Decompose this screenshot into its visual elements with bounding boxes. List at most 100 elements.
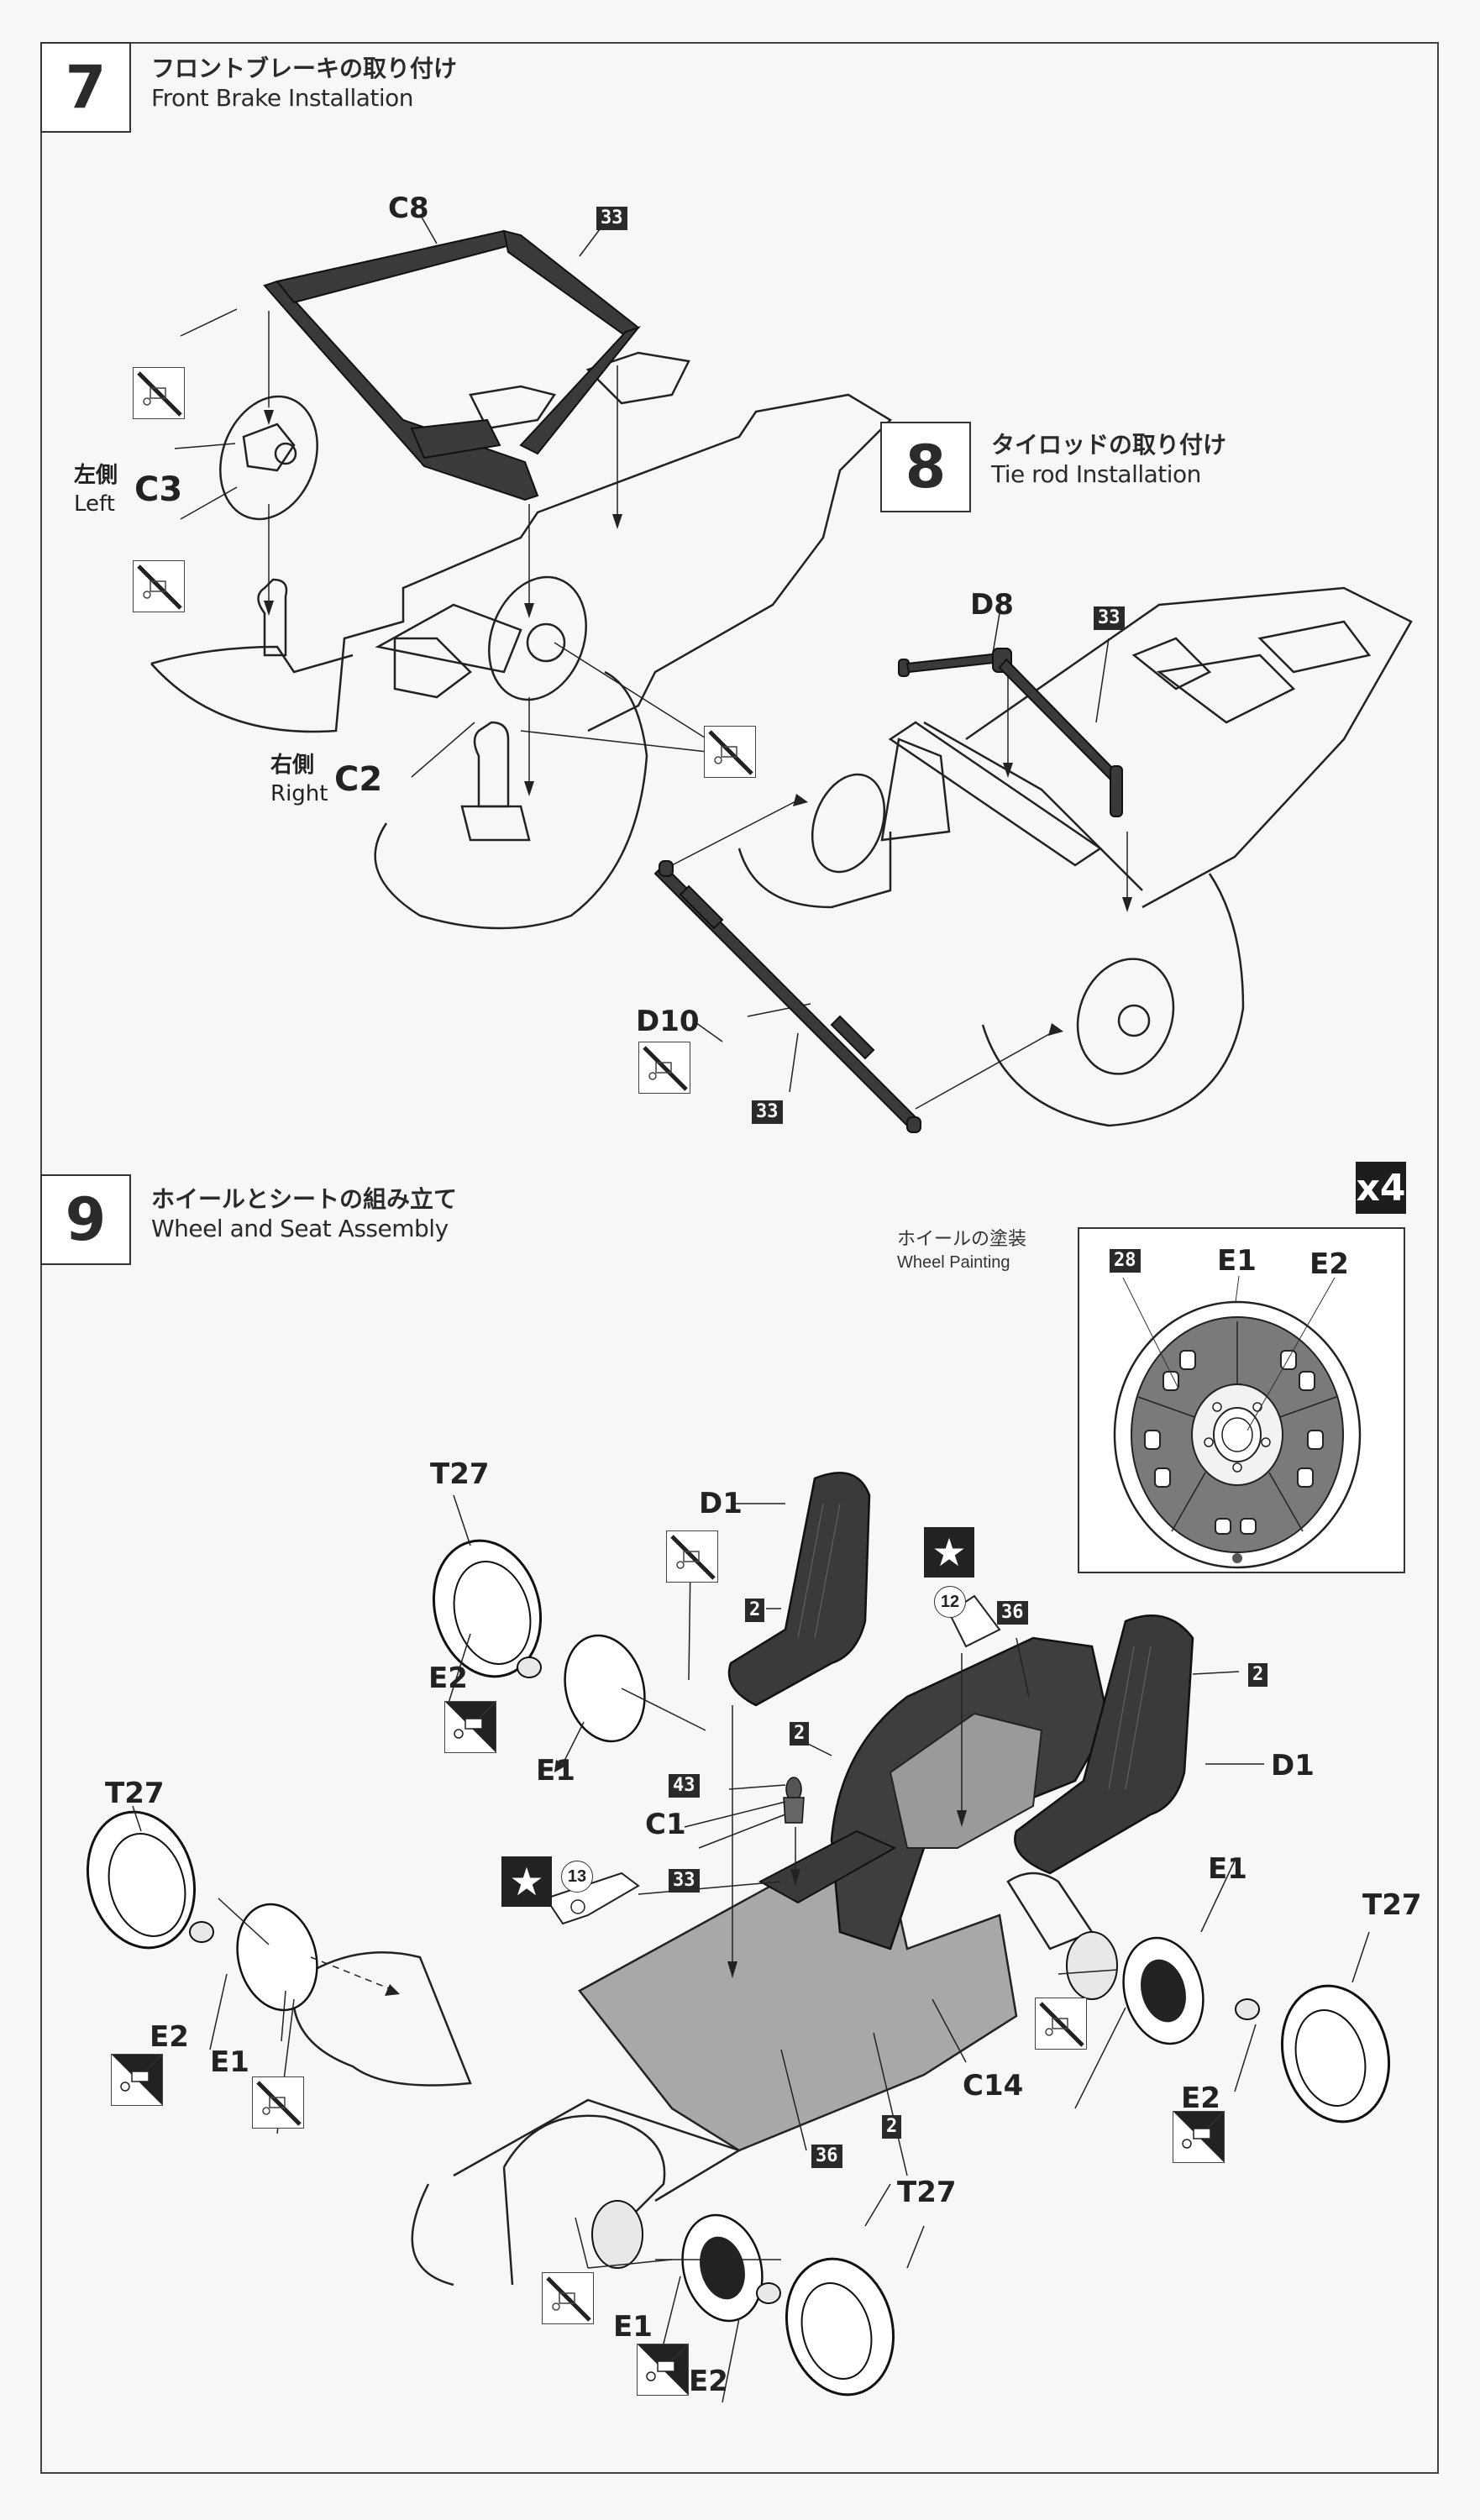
part-label-e1: E1 xyxy=(613,2310,653,2344)
step-8-title-jp: タイロッドの取り付け xyxy=(991,431,1227,459)
step-number-8: 8 xyxy=(880,422,971,512)
wheel-vents xyxy=(1144,1350,1324,1535)
tie-rod-diagram xyxy=(653,586,1413,1133)
tires xyxy=(86,1539,1391,2397)
paint-code-43: 43 xyxy=(669,1774,700,1798)
part-label-e1: E1 xyxy=(1217,1244,1257,1278)
paint-code-33: 33 xyxy=(669,1869,700,1893)
paint-code-2: 2 xyxy=(790,1722,810,1746)
step-number-7: 7 xyxy=(40,42,131,133)
wheel-painting-jp: ホイールの塗装 xyxy=(897,1228,1027,1249)
no-glue-icon xyxy=(666,1530,718,1583)
paint-code-2: 2 xyxy=(745,1599,765,1623)
part-label-d8: D8 xyxy=(970,588,1014,622)
part-label-e1: E1 xyxy=(210,2045,249,2079)
nose-cone xyxy=(291,1951,472,2087)
paint-code-2: 2 xyxy=(1248,1663,1268,1688)
wheel-painting-caption: ホイールの塗装 Wheel Painting xyxy=(897,1226,1026,1274)
right-fender-8 xyxy=(981,873,1245,1127)
part-label-c1: C1 xyxy=(645,1808,686,1841)
part-label-d1: D1 xyxy=(699,1487,743,1520)
decal-number-13: 13 xyxy=(561,1861,593,1893)
part-label-c2: C2 xyxy=(334,760,383,799)
left-side-jp: 左側 xyxy=(74,463,118,488)
right-side-label: 右側 Right xyxy=(270,752,328,809)
part-label-c8: C8 xyxy=(388,192,429,225)
no-glue-icon xyxy=(252,2076,304,2129)
right-seat xyxy=(1014,1614,1194,1875)
step-7-title-jp: フロントブレーキの取り付け xyxy=(151,55,458,82)
right-side-jp: 右側 xyxy=(270,753,315,778)
part-label-c14: C14 xyxy=(963,2069,1024,2103)
wheel-painting-panel: 28 E1 E2 xyxy=(1078,1227,1405,1573)
part-label-e2: E2 xyxy=(1181,2082,1220,2115)
left-side-en: Left xyxy=(74,491,115,517)
no-glue-icon xyxy=(133,560,185,612)
d10-steering-rod xyxy=(653,860,921,1133)
star-decal-symbol: ★ xyxy=(501,1856,552,1907)
step-9-title-jp: ホイールとシートの組み立て xyxy=(151,1185,458,1213)
part-label-e2: E2 xyxy=(150,2020,189,2054)
part-label-e2: E2 xyxy=(689,2365,728,2398)
wheel-painting-en: Wheel Painting xyxy=(897,1252,1010,1272)
no-glue-icon xyxy=(704,726,756,778)
paint-code-28: 28 xyxy=(1110,1249,1141,1273)
apply-glue-icon xyxy=(637,2344,689,2396)
step-9-title-en: Wheel and Seat Assembly xyxy=(151,1215,449,1242)
paint-code-33: 33 xyxy=(596,207,627,231)
shift-lever-c1 xyxy=(783,1777,805,1824)
paint-code-36: 36 xyxy=(997,1601,1028,1625)
no-glue-icon xyxy=(1035,1998,1087,2050)
right-side-en: Right xyxy=(270,780,328,806)
part-label-e1: E1 xyxy=(536,1754,575,1788)
no-glue-icon xyxy=(638,1042,690,1094)
right-brake-disc xyxy=(488,575,587,701)
apply-glue-icon xyxy=(111,2054,163,2106)
tire-t27-right-front xyxy=(785,2257,895,2397)
no-glue-icon xyxy=(542,2272,594,2324)
wheel-painting-diagram xyxy=(1113,1275,1362,1569)
part-label-t27: T27 xyxy=(1362,1888,1422,1922)
paint-code-33: 33 xyxy=(1094,606,1125,631)
front-beam xyxy=(888,721,1103,867)
d8-tie-rod xyxy=(898,648,1123,817)
wheel-rims xyxy=(236,1634,1204,2323)
paint-code-2: 2 xyxy=(882,2115,902,2139)
paint-code-36: 36 xyxy=(811,2145,842,2169)
apply-glue-icon xyxy=(1173,2111,1225,2163)
step-7-title-en: Front Brake Installation xyxy=(151,84,414,112)
paint-code-33: 33 xyxy=(752,1100,783,1125)
decal-number-12: 12 xyxy=(934,1586,966,1618)
step-9-title: ホイールとシートの組み立て Wheel and Seat Assembly xyxy=(151,1184,457,1243)
left-brake-disc xyxy=(219,395,318,521)
step-8-title: タイロッドの取り付け Tie rod Installation xyxy=(991,430,1226,489)
chassis-outline xyxy=(150,393,893,733)
left-disc-8 xyxy=(811,773,886,874)
quantity-badge: x4 xyxy=(1356,1162,1406,1214)
part-label-t27: T27 xyxy=(897,2176,957,2209)
front-fender xyxy=(502,2114,666,2218)
step-7-title: フロントブレーキの取り付け Front Brake Installation xyxy=(151,54,457,113)
tire-t27-right-rear xyxy=(1280,1984,1391,2124)
part-label-e2: E2 xyxy=(428,1662,468,1695)
left-seat xyxy=(727,1472,871,1707)
star-decal-symbol: ★ xyxy=(924,1527,974,1578)
c8-crossmember xyxy=(263,229,641,501)
right-disc-8 xyxy=(1076,958,1175,1075)
step-number-9: 9 xyxy=(40,1174,131,1265)
console xyxy=(758,1830,897,1904)
part-label-e2: E2 xyxy=(1309,1247,1349,1281)
decal-13-shape xyxy=(544,1872,640,1925)
part-label-d10: D10 xyxy=(636,1005,700,1038)
part-label-d1: D1 xyxy=(1271,1749,1315,1782)
step-8-title-en: Tie rod Installation xyxy=(991,460,1201,488)
front-brake-diagram xyxy=(150,213,893,930)
tire-t27-front-left xyxy=(86,1810,197,1950)
part-label-c3: C3 xyxy=(134,470,183,509)
apply-glue-icon xyxy=(444,1701,496,1753)
no-glue-icon xyxy=(133,367,185,419)
left-side-label: 左側 Left xyxy=(74,462,118,519)
right-fender xyxy=(374,670,648,930)
part-label-e1: E1 xyxy=(1208,1852,1247,1886)
